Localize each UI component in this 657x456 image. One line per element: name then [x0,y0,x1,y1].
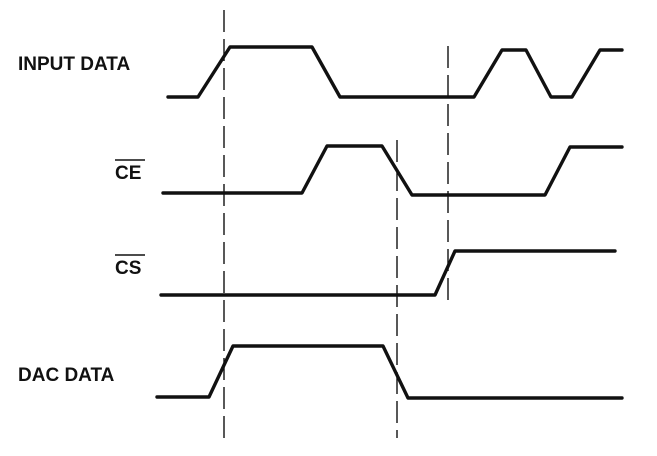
label-cs: CS [115,258,141,279]
waveform-ce [161,144,624,197]
waveform-input-data [166,45,624,99]
label-ce: CE [115,163,141,184]
label-dac-data: DAC DATA [18,365,115,386]
label-input-data: INPUT DATA [18,54,131,75]
waveform-cs [159,249,617,297]
waveform-dac-data [155,344,624,400]
